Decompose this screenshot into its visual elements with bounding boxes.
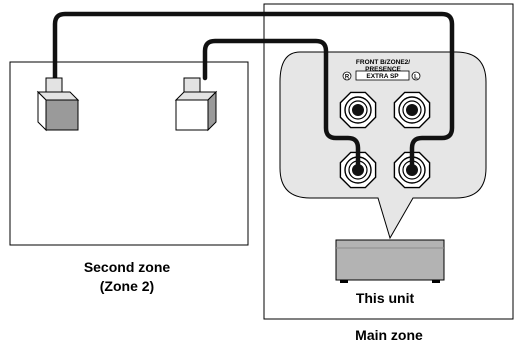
left-channel-mark: L — [414, 75, 418, 81]
terminal-top-right — [393, 91, 431, 129]
speaker-right — [174, 77, 218, 132]
speaker-cables — [52, 11, 455, 175]
extra-sp-label: EXTRA SP — [366, 73, 399, 80]
second-zone-label: Second zone — [84, 259, 171, 275]
panel-title-line2: PRESENCE — [365, 66, 401, 73]
amplifier-unit — [335, 239, 445, 283]
right-channel-marker — [342, 71, 352, 81]
extra-sp-badge — [355, 70, 410, 81]
second-zone-sublabel: (Zone 2) — [100, 278, 154, 294]
main-zone-label: Main zone — [355, 327, 423, 343]
speaker-left — [36, 77, 80, 132]
terminal-panel — [279, 51, 487, 240]
cable-inner — [202, 38, 361, 173]
this-unit-label: This unit — [356, 290, 415, 306]
terminal-top-left — [339, 91, 377, 129]
left-channel-marker — [411, 71, 421, 81]
right-channel-mark: R — [345, 75, 350, 81]
cable-outer — [52, 11, 455, 175]
panel-title-line1: FRONT B/ZONE2/ — [356, 59, 410, 66]
